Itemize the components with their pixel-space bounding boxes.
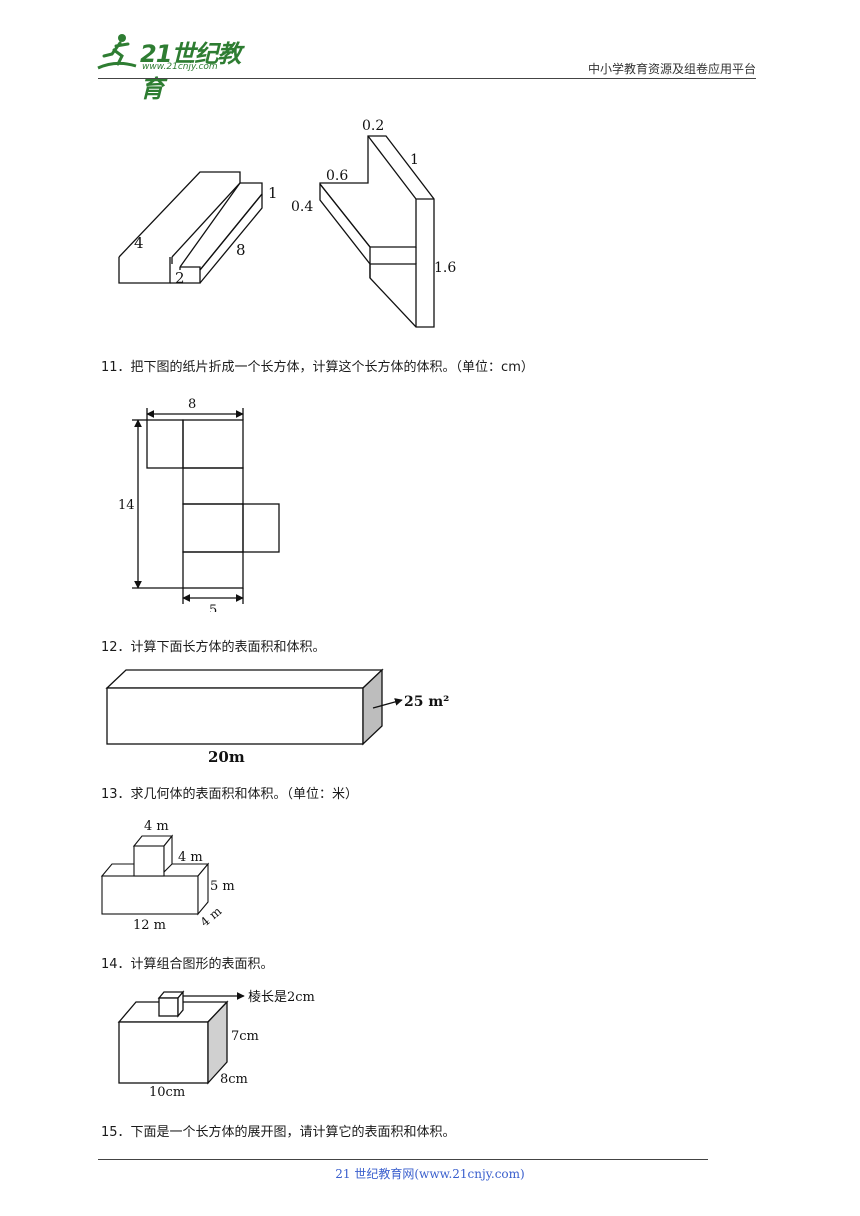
logo-title: 21世纪教育	[140, 40, 241, 103]
question-15: 15．下面是一个长方体的展开图，请计算它的表面积和体积。	[101, 1125, 456, 1140]
box-height-label: 7cm	[231, 1029, 259, 1044]
figure-q13-solid: 4 m 4 m 5 m 12 m 4 m	[100, 819, 235, 933]
figure-q11-net: 8 14 5	[118, 397, 280, 612]
cuboid-area-label: 25 m²	[404, 694, 449, 710]
question-14: 14．计算组合图形的表面积。	[101, 957, 274, 972]
figure-q12-cuboid: 20m 25 m²	[105, 668, 449, 766]
figure-q14-combined: 棱长是2cm 7cm 8cm 10cm	[117, 989, 315, 1100]
big-box-height-label: 5 m	[210, 879, 235, 894]
net-label-top: 8	[188, 397, 196, 412]
left-solid-label-4: 4	[134, 234, 144, 252]
right-solid-label-0-4: 0.4	[291, 199, 313, 215]
footer-divider	[98, 1159, 708, 1160]
right-solid-label-1: 1	[410, 152, 419, 168]
figure-step-solids: 4 1 8 2 0.2 1 0.6 0.4 1.6	[118, 118, 456, 328]
question-11: 11．把下图的纸片折成一个长方体，计算这个长方体的体积。（单位：cm）	[101, 360, 534, 375]
cube-edge-label: 棱长是2cm	[248, 989, 315, 1005]
logo: 21世纪教育 www.21cnjy.com	[92, 30, 262, 103]
big-box-width-label: 12 m	[133, 918, 166, 933]
cuboid-length-label: 20m	[208, 748, 245, 766]
left-solid-label-2: 2	[175, 269, 185, 287]
right-solid-label-0-2: 0.2	[362, 118, 384, 134]
net-label-left: 14	[118, 498, 135, 513]
box-width-label: 10cm	[149, 1085, 185, 1100]
right-solid-label-1-6: 1.6	[434, 260, 456, 276]
page-header: 21世纪教育 www.21cnjy.com 中小学教育资源及组卷应用平台	[0, 0, 860, 103]
header-divider	[98, 78, 756, 79]
header-platform-text: 中小学教育资源及组卷应用平台	[587, 62, 756, 76]
left-solid-label-8: 8	[236, 241, 246, 259]
small-box-width-label: 4 m	[144, 819, 169, 834]
right-solid-label-0-6: 0.6	[326, 168, 348, 184]
left-solid-label-1: 1	[268, 184, 278, 202]
box-depth-label: 8cm	[220, 1072, 248, 1087]
question-13: 13．求几何体的表面积和体积。（单位：米）	[101, 787, 359, 802]
net-label-bottom: 5	[209, 603, 217, 612]
footer-text: 21 世纪教育网(www.21cnjy.com)	[335, 1167, 525, 1181]
question-12: 12．计算下面长方体的表面积和体积。	[101, 640, 326, 655]
runner-logo-icon	[97, 34, 137, 70]
logo-url: www.21cnjy.com	[142, 62, 218, 72]
small-box-height-label: 4 m	[178, 850, 203, 865]
